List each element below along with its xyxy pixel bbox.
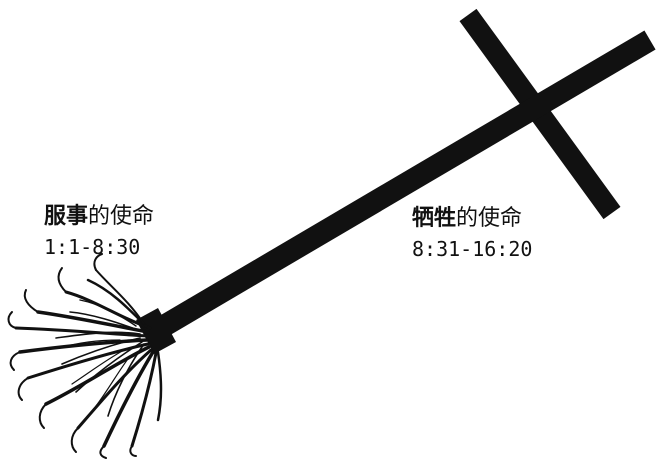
sacrifice-mission-title: 牺牲的使命 (412, 205, 532, 233)
broom-binding (136, 308, 176, 354)
sacrifice-bold-text: 牺牲 (412, 206, 457, 231)
sacrifice-title-rest: 的使命 (456, 206, 523, 231)
sacrifice-verse-range: 8:31-16:20 (412, 236, 533, 261)
service-verse-range: 1:1-8:30 (44, 234, 141, 259)
service-bold-text: 服事 (44, 204, 89, 229)
broom-handle (146, 30, 656, 343)
broom-bristles (7, 253, 163, 459)
service-mission-label: 服事的使命 1:1-8:30 (44, 203, 154, 260)
service-mission-title: 服事的使命 (44, 203, 154, 231)
broom-icon (7, 30, 656, 459)
sacrifice-mission-label: 牺牲的使命 8:31-16:20 (412, 205, 532, 262)
service-title-rest: 的使命 (88, 204, 155, 229)
